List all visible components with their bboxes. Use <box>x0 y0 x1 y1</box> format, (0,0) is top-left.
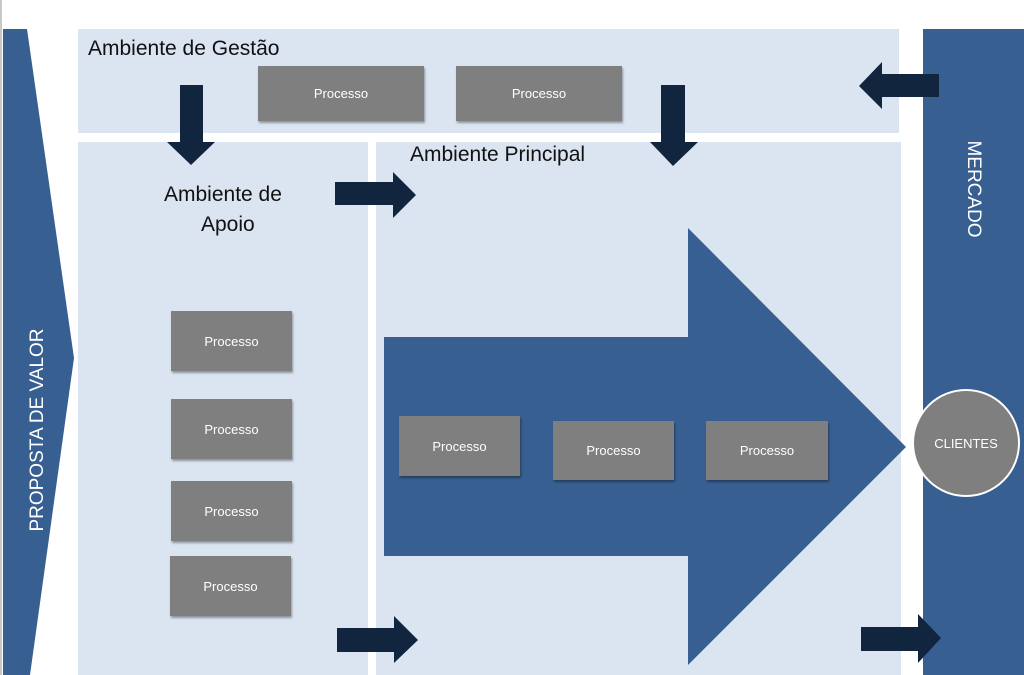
clientes-circle[interactable]: CLIENTES <box>912 389 1020 497</box>
proposta-valor-shape <box>3 29 74 675</box>
arrow-down-gestao-principal <box>650 85 698 166</box>
arrow-right-apoio-principal <box>335 172 416 218</box>
mercado-bar <box>923 29 1024 675</box>
arrow-right-mercado-bottom <box>861 614 941 663</box>
principal-process-3[interactable]: Processo <box>706 421 828 480</box>
mercado-label: MERCADO <box>963 140 984 238</box>
gestao-title: Ambiente de Gestão <box>88 37 280 60</box>
gestao-process-1[interactable]: Processo <box>258 66 424 121</box>
gestao-process-2[interactable]: Processo <box>456 66 622 121</box>
page-border <box>0 0 2 675</box>
principal-title: Ambiente Principal <box>410 143 586 166</box>
apoio-process-2[interactable]: Processo <box>171 399 292 459</box>
clientes-label: CLIENTES <box>934 435 998 451</box>
arrow-left-mercado-gestao <box>859 62 939 109</box>
apoio-process-1[interactable]: Processo <box>171 311 292 371</box>
principal-process-1[interactable]: Processo <box>399 416 520 476</box>
apoio-title-line2: Apoio <box>201 213 255 236</box>
proposta-valor-label: PROPOSTA DE VALOR <box>27 328 48 532</box>
principal-process-2[interactable]: Processo <box>553 421 674 480</box>
apoio-process-3[interactable]: Processo <box>171 481 292 541</box>
arrow-right-apoio-bottom <box>337 616 418 663</box>
apoio-title-line1: Ambiente de <box>164 183 282 206</box>
apoio-process-4[interactable]: Processo <box>170 556 291 616</box>
arrow-down-gestao-apoio <box>167 85 215 165</box>
